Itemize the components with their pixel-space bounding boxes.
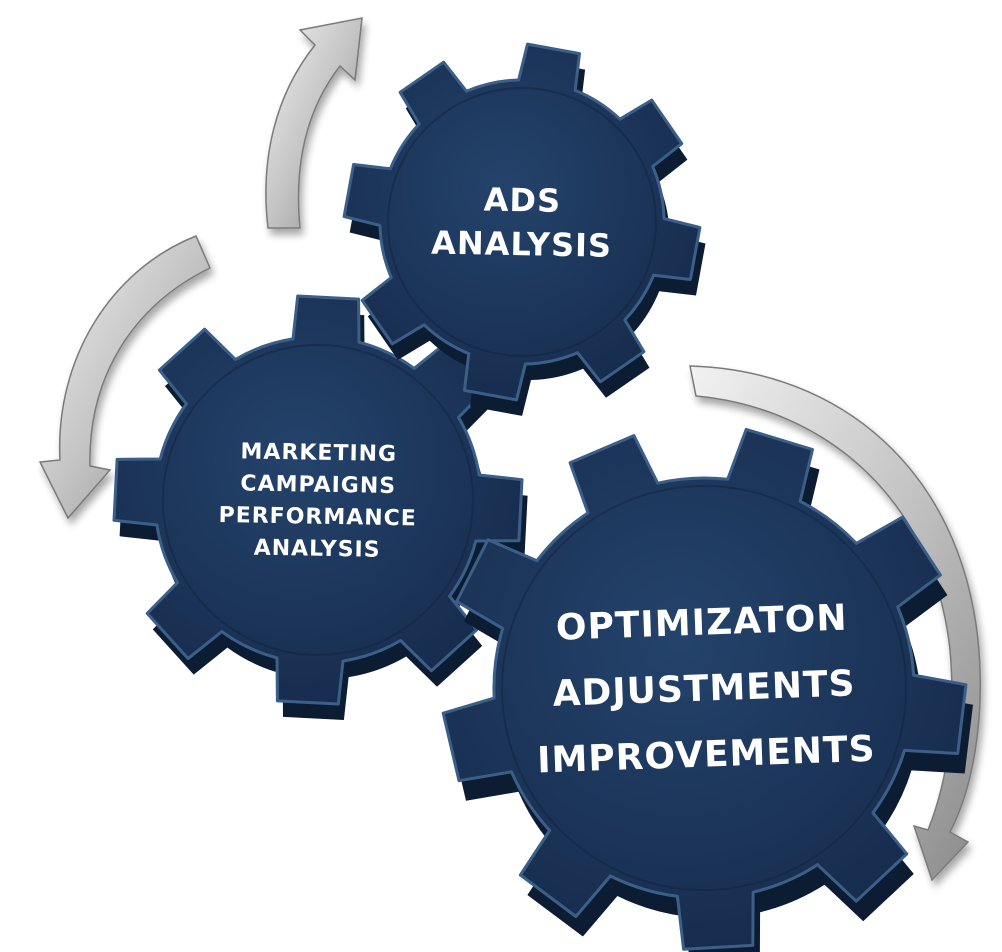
gear-marketing-line: PERFORMANCE	[218, 503, 417, 531]
gear-marketing-line: CAMPAIGNS	[240, 471, 396, 499]
gear-optimization-ring	[501, 485, 907, 891]
arrow-right	[689, 365, 982, 882]
gear-optimization: OPTIMIZATONADJUSTMENTSIMPROVEMENTS	[441, 427, 973, 952]
gear-optimization-face	[441, 427, 968, 951]
gear-ads-analysis-line: ANALYSIS	[431, 224, 613, 265]
gear-ads-analysis-face	[342, 42, 702, 402]
gear-marketing-ring	[162, 344, 474, 656]
gear-ads-analysis: ADS ANALYSIS	[342, 42, 706, 416]
gear-marketing-face	[112, 294, 524, 706]
gear-ads-analysis-ring	[387, 87, 657, 357]
gear-ads-analysis-label: ADS ANALYSIS	[431, 180, 613, 265]
gear-optimization-label: OPTIMIZATONADJUSTMENTSIMPROVEMENTS	[532, 597, 876, 782]
arrow-top-left	[265, 17, 363, 229]
arrow-left	[38, 235, 211, 520]
gear-ads-analysis-line: ADS	[483, 181, 561, 220]
gear-marketing-line: ANALYSIS	[253, 536, 380, 563]
gear-marketing-label: MARKETING CAMPAIGNS PERFORMANCE ANALYSIS	[218, 439, 418, 563]
gear-optimization-line: OPTIMIZATON	[555, 598, 848, 649]
gears: MARKETINGCAMPAIGNSPERFORMANCEANALYSISADS…	[112, 42, 973, 952]
gear-marketing: MARKETING CAMPAIGNS PERFORMANCE ANALYSIS	[112, 294, 528, 720]
gear-marketing-line: MARKETING	[240, 439, 397, 467]
